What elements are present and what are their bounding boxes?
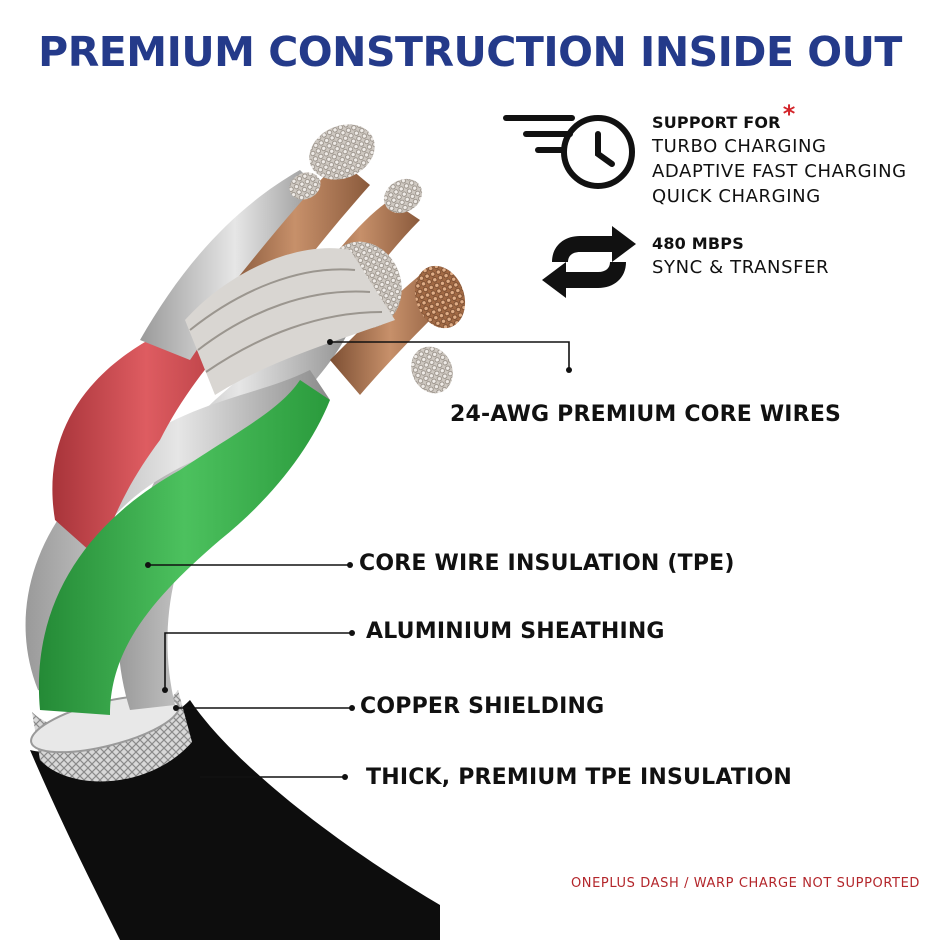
callout-aluminium: ALUMINIUM SHEATHING bbox=[366, 619, 665, 644]
red-wire bbox=[52, 320, 241, 560]
green-wire bbox=[38, 380, 331, 715]
silver-strand-bundle bbox=[185, 248, 395, 395]
headline: PREMIUM CONSTRUCTION INSIDE OUT bbox=[38, 28, 902, 76]
callout-copper: COPPER SHIELDING bbox=[360, 694, 605, 719]
strand-end-2 bbox=[289, 172, 321, 200]
charging-feature: SUPPORT FOR* TURBO CHARGING ADAPTIVE FAS… bbox=[652, 100, 907, 209]
silver-wire-top bbox=[140, 170, 330, 360]
charging-line-2: ADAPTIVE FAST CHARGING bbox=[652, 161, 907, 182]
charging-title: SUPPORT FOR bbox=[652, 113, 781, 132]
sync-line: SYNC & TRANSFER bbox=[652, 257, 830, 278]
strand-end-1 bbox=[309, 124, 375, 180]
asterisk: * bbox=[782, 100, 796, 128]
callout-core-wires: 24-AWG PREMIUM CORE WIRES bbox=[450, 402, 842, 427]
charging-line-3: QUICK CHARGING bbox=[652, 186, 821, 207]
sync-arrows-icon bbox=[542, 226, 636, 298]
callout-core-insulation: CORE WIRE INSULATION (TPE) bbox=[359, 551, 735, 576]
callout-outer-insulation: THICK, PREMIUM TPE INSULATION bbox=[366, 765, 792, 790]
fast-clock-icon bbox=[503, 115, 635, 189]
charging-line-1: TURBO CHARGING bbox=[652, 136, 827, 157]
strand-end-5 bbox=[414, 265, 466, 329]
footnote: ONEPLUS DASH / WARP CHARGE NOT SUPPORTED bbox=[570, 876, 920, 891]
leader-aluminium bbox=[164, 632, 352, 690]
strand-end-3 bbox=[383, 178, 423, 214]
sync-title: 480 MBPS bbox=[652, 234, 744, 253]
strand-end-6 bbox=[411, 346, 453, 394]
sync-feature: 480 MBPS SYNC & TRANSFER bbox=[652, 234, 829, 280]
leader-core-wires bbox=[330, 341, 570, 370]
